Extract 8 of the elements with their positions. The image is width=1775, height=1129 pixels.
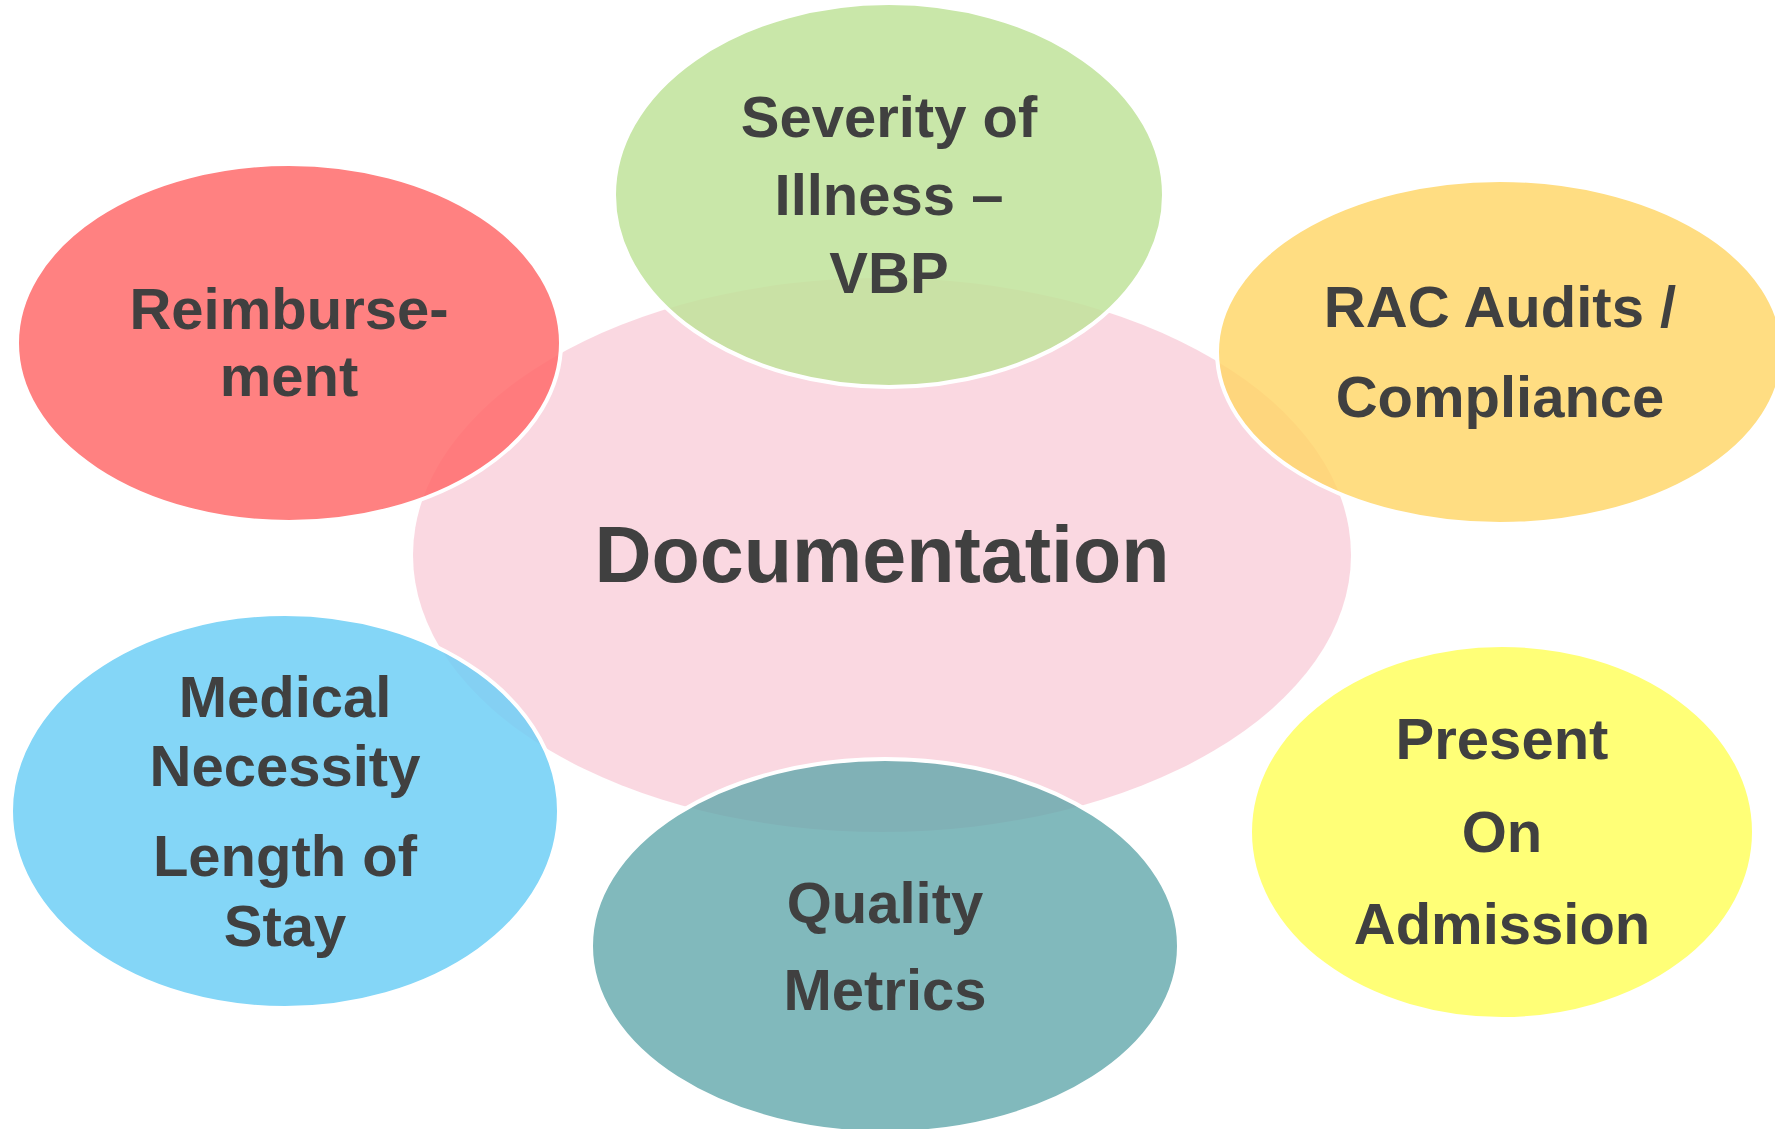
topic-label: Quality Metrics bbox=[782, 869, 988, 1024]
topic-label: RAC Audits / Compliance bbox=[1322, 273, 1678, 431]
topic-label: Medical Necessity bbox=[148, 662, 422, 801]
topic-label: Present On Admission bbox=[1352, 704, 1652, 959]
center-label: Documentation bbox=[593, 508, 1171, 601]
topic-label: Reimburse- ment bbox=[128, 276, 450, 410]
topic-label: Severity of Illness – VBP bbox=[739, 82, 1039, 308]
topic-label: Length of Stay bbox=[151, 822, 419, 960]
